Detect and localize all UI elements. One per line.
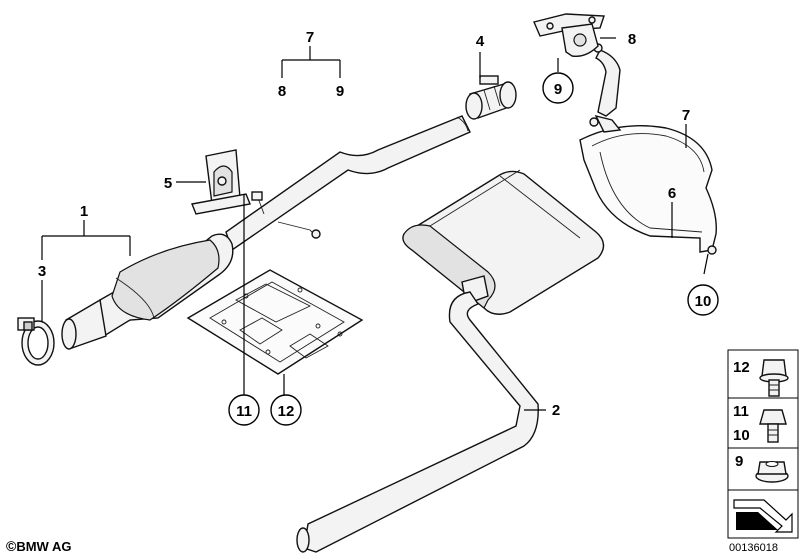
callout-7-right: 7	[682, 107, 690, 124]
rubber-mounting	[191, 149, 251, 215]
legend-label-10: 10	[733, 427, 750, 444]
silencer-bracket	[579, 43, 717, 255]
legend-label-11: 11	[733, 403, 749, 420]
image-code: 00136018	[729, 542, 778, 554]
callout-11-circle	[228, 394, 260, 426]
callout-10: 10	[695, 293, 712, 310]
rear-silencer	[296, 169, 605, 553]
callout-9-left: 9	[336, 83, 344, 100]
callout-9-right: 9	[554, 81, 562, 98]
callout-3: 3	[38, 263, 46, 280]
small-parts-legend: 12 11 10 9	[727, 349, 799, 539]
callout-1: 1	[80, 203, 88, 220]
callout-11: 11	[236, 403, 252, 420]
callout-2: 2	[552, 402, 560, 419]
heat-shield-plate	[186, 269, 364, 375]
direction-arrow-icon	[733, 499, 793, 533]
callout-12-circle	[270, 394, 302, 426]
callouts: 1 3 5 7 8 9 4 8 7 6 2 9 10 11 12	[38, 29, 719, 426]
leader-lines	[41, 37, 709, 411]
callout-10-circle	[687, 284, 719, 316]
rubber-mount-top	[533, 13, 605, 57]
bolt-with-washer-icon	[759, 359, 789, 397]
callout-12: 12	[278, 403, 295, 420]
pipe-clamp-rear	[465, 75, 517, 120]
callout-5: 5	[164, 175, 172, 192]
callout-4: 4	[476, 33, 485, 50]
callout-7-top: 7	[306, 29, 314, 46]
copyright-symbol: ©	[6, 538, 17, 554]
front-pipe-catalytic-converter	[61, 115, 471, 350]
copyright-text: BMW AG	[16, 539, 72, 554]
pipe-clamp-front	[17, 317, 55, 366]
callout-6: 6	[668, 185, 676, 202]
callout-8-right: 8	[628, 31, 636, 48]
legend-label-9: 9	[735, 453, 743, 470]
hex-bolt-icon	[759, 409, 787, 443]
callout-9-circle	[542, 72, 574, 104]
hex-nut-icon	[755, 461, 789, 483]
copyright: ©BMW AG	[6, 538, 71, 554]
pipe-hanger-rod	[251, 191, 321, 239]
callout-8-left: 8	[278, 83, 286, 100]
legend-label-12: 12	[733, 359, 750, 376]
